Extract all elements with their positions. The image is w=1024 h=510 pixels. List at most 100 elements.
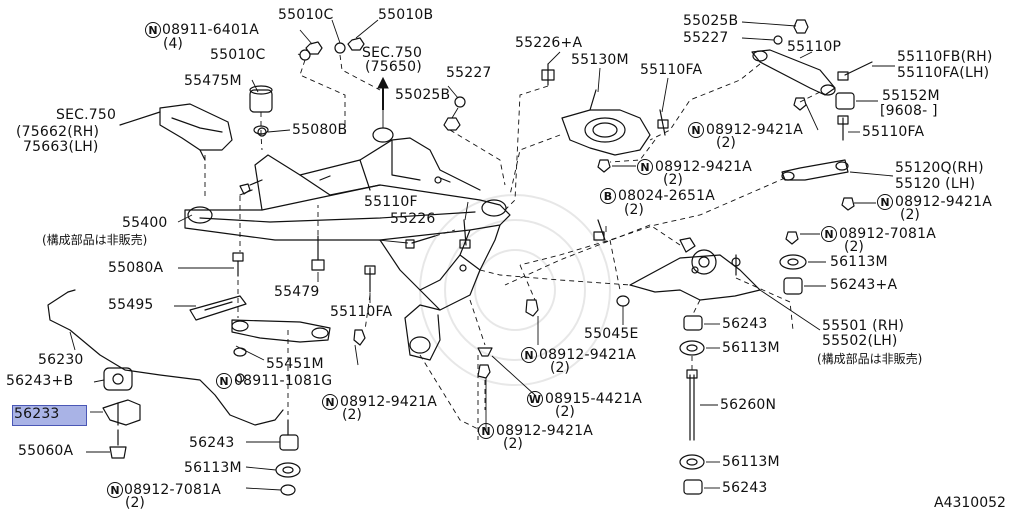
label-n08912-9421a-right: 08912-9421A — [895, 194, 992, 210]
link-bushings-left — [275, 419, 301, 496]
bushing-55152m — [835, 92, 855, 110]
label-qty-2: (2) — [125, 495, 145, 510]
arrow-icon — [377, 76, 389, 110]
label-qty-2: (2) — [716, 135, 736, 151]
label-55110fa-top: 55110FA — [640, 62, 703, 78]
rear-crossmember-subframe — [184, 127, 511, 361]
bolt-55060a — [109, 429, 127, 459]
label-56113m-right: 56113M — [722, 340, 780, 356]
label-56243-right: 56243 — [722, 316, 768, 332]
label-qty-2: (2) — [900, 207, 920, 223]
label-sec750-top: SEC.750 — [362, 45, 423, 61]
bolt-55110fb — [837, 61, 873, 81]
label-qty-2: (2) — [663, 172, 683, 188]
figure-number: A4310052 — [934, 495, 1006, 510]
label-55502-lh: 55502(LH) — [822, 333, 898, 349]
label-n08912-7081a-left: 08912-7081A — [124, 482, 221, 498]
nuts-top-left — [239, 37, 365, 195]
label-55120q-rh: 55120Q(RH) — [895, 160, 984, 176]
label-55226-a: 55226+A — [515, 35, 583, 51]
label-55475m: 55475M — [184, 73, 242, 89]
label-55110f: 55110F — [364, 194, 418, 210]
label-n08912-9421a-mid: 08912-9421A — [539, 347, 636, 363]
label-75662-rh: (75662(RH) — [16, 124, 100, 140]
label-55110fa-right: 55110FA — [862, 124, 925, 140]
label-75650: (75650) — [365, 59, 422, 75]
prefix-n-symbol: N — [688, 122, 704, 138]
prefix-n-symbol: N — [107, 482, 123, 498]
label-75663-lh: 75663(LH) — [23, 139, 99, 155]
label-56113m-upper-right: 56113M — [830, 254, 888, 270]
trailing-arm-55130m — [561, 89, 651, 156]
label-56113m-left: 56113M — [184, 460, 242, 476]
label-55010c-top: 55010C — [278, 7, 334, 23]
label-sec750-left: SEC.750 — [56, 107, 117, 123]
label-55010b: 55010B — [378, 7, 434, 23]
link-rod-56260n — [679, 369, 705, 495]
label-55045e: 55045E — [584, 326, 639, 342]
bushings-right — [679, 231, 807, 356]
lower-arm-55501 — [629, 237, 761, 301]
label-qty-2: (2) — [844, 239, 864, 255]
label-55110fa-lh: 55110FA(LH) — [897, 65, 990, 81]
label-55080b: 55080B — [292, 122, 348, 138]
bolt-55110fa-a — [364, 265, 376, 293]
label-qty-2: (2) — [503, 436, 523, 452]
label-55479: 55479 — [274, 284, 320, 300]
label-56230: 56230 — [38, 352, 84, 368]
label-55080a: 55080A — [108, 260, 164, 276]
label-55025b: 55025B — [395, 87, 451, 103]
stabilizer-bushing — [103, 367, 133, 391]
label-55152m: 55152M — [882, 88, 940, 104]
prefix-n-symbol: N — [322, 394, 338, 410]
bolt-b08024 — [593, 219, 606, 241]
label-9608: [9608- ] — [880, 103, 938, 119]
label-56243-a: 56243+A — [830, 277, 898, 293]
label-55495: 55495 — [108, 297, 154, 313]
bolt-55080a — [232, 252, 244, 277]
label-56233: 56233 — [14, 406, 60, 422]
prefix-b-symbol: B — [600, 188, 616, 204]
bolt-55110f — [459, 219, 471, 249]
label-55010c: 55010C — [210, 47, 266, 63]
bolt-55110fa-c — [837, 115, 849, 141]
prefix-n-symbol: N — [521, 347, 537, 363]
label-n08912-9421a-center: 08912-9421A — [655, 159, 752, 175]
label-55025b-right: 55025B — [683, 13, 739, 29]
label-not-sold-note: (構成部品は非販売) — [42, 233, 148, 247]
label-56243-b: 56243+B — [6, 373, 74, 389]
prefix-n-symbol: N — [216, 373, 232, 389]
prefix-n-symbol: N — [637, 159, 653, 175]
bolt-55226a — [541, 63, 555, 86]
label-qty-2: (2) — [550, 360, 570, 376]
label-55400: 55400 — [122, 215, 168, 231]
label-56113m-bottom: 56113M — [722, 454, 780, 470]
label-n08912-9421a-bottom: 08912-9421A — [496, 423, 593, 439]
label-55110fa-center: 55110FA — [330, 304, 393, 320]
plate-55495 — [189, 295, 247, 321]
nuts-center — [353, 96, 539, 379]
stabilizer-bracket-56233 — [102, 399, 141, 426]
label-qty-2: (2) — [555, 404, 575, 420]
label-n08912-7081a-right: 08912-7081A — [839, 226, 936, 242]
label-qty-4: (4) — [163, 36, 183, 52]
prefix-n-symbol: N — [821, 226, 837, 242]
label-not-sold-note: (構成部品は非販売) — [817, 352, 923, 366]
label-55130m: 55130M — [571, 52, 629, 68]
label-56260n: 56260N — [720, 397, 777, 413]
label-qty-2: (2) — [342, 407, 362, 423]
bolt-55110fa-b — [657, 109, 669, 136]
label-55501-rh: 55501 (RH) — [822, 318, 905, 334]
prefix-n-symbol: N — [478, 423, 494, 439]
label-w08915-4421a: 08915-4421A — [545, 391, 642, 407]
label-n08911-6401a: 08911-6401A — [162, 22, 259, 38]
washer-55045e — [616, 295, 630, 307]
prefix-n-symbol: N — [877, 194, 893, 210]
highlight-box-56233 — [12, 405, 87, 426]
link-55120q — [781, 159, 849, 181]
label-56243-left: 56243 — [189, 435, 235, 451]
label-55226: 55226 — [390, 211, 436, 227]
label-55451m: 55451M — [266, 356, 324, 372]
